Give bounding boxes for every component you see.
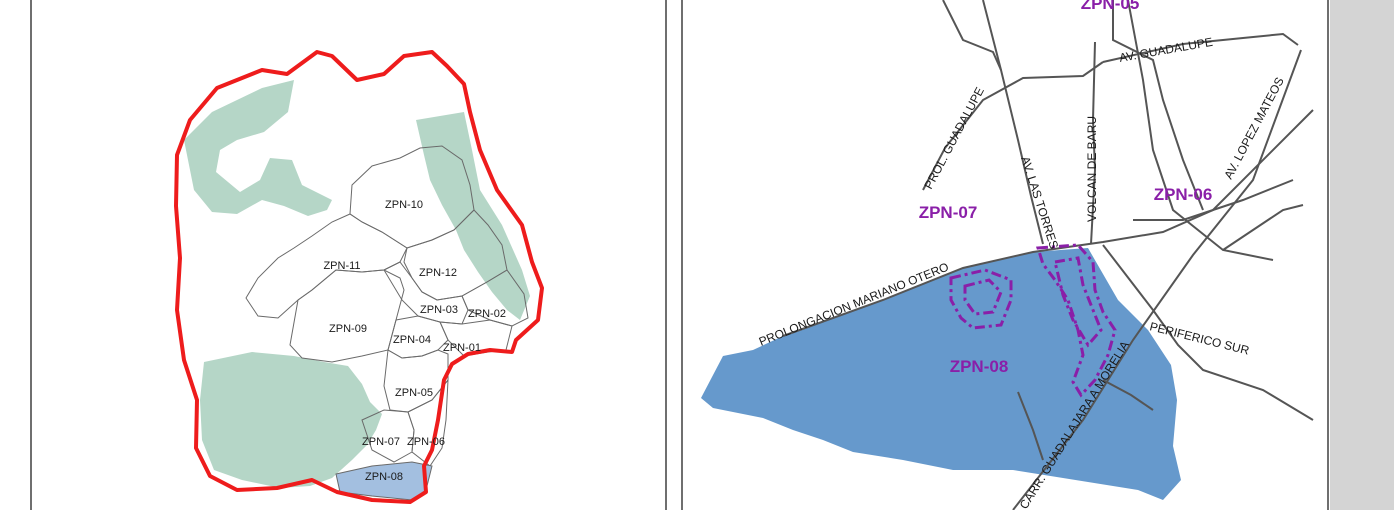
- zone-label-zpn-02: ZPN-02: [468, 308, 506, 320]
- street-inner-spur: [1102, 379, 1154, 411]
- left-frame-line: [30, 0, 32, 510]
- zone-label-zpn-07: ZPN-07: [362, 436, 400, 448]
- street-carr-guadalajara-morelia: [1012, 49, 1302, 511]
- zone-outline-zpn-05: [383, 349, 449, 413]
- green-area-northwest: [184, 80, 332, 216]
- right-frame-line: [1327, 0, 1329, 510]
- detail-map: ZPN-05 ZPN-07 ZPN-06 ZPN-08 AV. GUADALUP…: [701, 0, 1314, 512]
- overview-map-panel: ZPN-10 ZPN-11 ZPN-12 ZPN-03 ZPN-02 ZPN-0…: [32, 0, 665, 510]
- center-left-frame-line: [665, 0, 667, 510]
- zone-label-zpn-08-detail: ZPN-08: [950, 357, 1009, 376]
- dashed-boundary-east: [1036, 243, 1117, 398]
- street-av-las-torres: [982, 0, 1044, 245]
- municipality-boundary: [174, 50, 544, 504]
- zone-outline-zpn-09: [289, 269, 405, 363]
- street-east-short: [1222, 204, 1304, 251]
- street-av-lopez-mateos: [1127, 0, 1274, 261]
- overview-map: ZPN-10 ZPN-11 ZPN-12 ZPN-03 ZPN-02 ZPN-0…: [174, 50, 544, 504]
- street-prol-guadalupe: [922, 61, 1104, 191]
- green-area-east: [416, 112, 530, 320]
- dashed-boundary-east-inner: [1053, 256, 1103, 348]
- zone-label-zpn-05: ZPN-05: [395, 387, 433, 399]
- street-east-branch: [1133, 179, 1294, 221]
- zone-label-zpn-07-detail: ZPN-07: [919, 203, 978, 222]
- zone-area-zpn-08: [701, 248, 1181, 500]
- zone-label-zpn-04: ZPN-04: [393, 334, 431, 346]
- right-side-strip: [1330, 0, 1394, 510]
- dashed-boundary-west-inner: [963, 278, 1003, 316]
- street-northwest: [942, 0, 1002, 71]
- zone-outline-zpn-06: [407, 378, 449, 467]
- zone-label-zpn-10: ZPN-10: [385, 199, 423, 211]
- street-periferico-sur: [1102, 244, 1314, 421]
- street-volcan-de-baru: [1090, 41, 1097, 245]
- dashed-boundary-west: [949, 268, 1013, 330]
- dashed-boundaries: [949, 243, 1117, 398]
- zone-outline-zpn-02: [461, 269, 529, 327]
- street-label-av-lopez-mateos: AV. LOPEZ MATEOS: [1221, 75, 1286, 181]
- street-label-av-guadalupe: AV. GUADALUPE: [1118, 35, 1214, 65]
- street-label-periferico-sur: PERIFERICO SUR: [1148, 319, 1251, 357]
- zone-label-zpn-09: ZPN-09: [329, 323, 367, 335]
- zone-label-zpn-05-detail: ZPN-05: [1081, 0, 1140, 13]
- detail-map-panel: ZPN-05 ZPN-07 ZPN-06 ZPN-08 AV. GUADALUP…: [683, 0, 1327, 512]
- zone-label-zpn-06: ZPN-06: [407, 436, 445, 448]
- street-south-spur: [1017, 391, 1044, 461]
- street-north-center: [1112, 0, 1204, 211]
- detail-zone-labels: ZPN-05 ZPN-07 ZPN-06 ZPN-08: [919, 0, 1213, 376]
- street-label-prol-guadalupe: PROL. GUADALUPE: [921, 85, 987, 192]
- street-label-av-las-torres: AV. LAS TORRES: [1018, 155, 1061, 251]
- zone-label-zpn-12: ZPN-12: [419, 267, 457, 279]
- zone-outlines: [245, 145, 529, 467]
- street-av-guadalupe: [1102, 32, 1299, 63]
- center-right-frame-line: [681, 0, 683, 510]
- green-area-southwest: [200, 352, 382, 488]
- zone-label-zpn-01: ZPN-01: [443, 342, 481, 354]
- street-label-volcan-de-baru: VOLCAN DE BARU: [1085, 116, 1099, 222]
- zone-label-zpn-11: ZPN-11: [323, 260, 360, 272]
- zone-label-zpn-06-detail: ZPN-06: [1154, 185, 1213, 204]
- zone-label-zpn-03: ZPN-03: [420, 304, 458, 316]
- overview-zone-labels: ZPN-10 ZPN-11 ZPN-12 ZPN-03 ZPN-02 ZPN-0…: [323, 199, 506, 483]
- zone-label-zpn-08: ZPN-08: [365, 471, 403, 483]
